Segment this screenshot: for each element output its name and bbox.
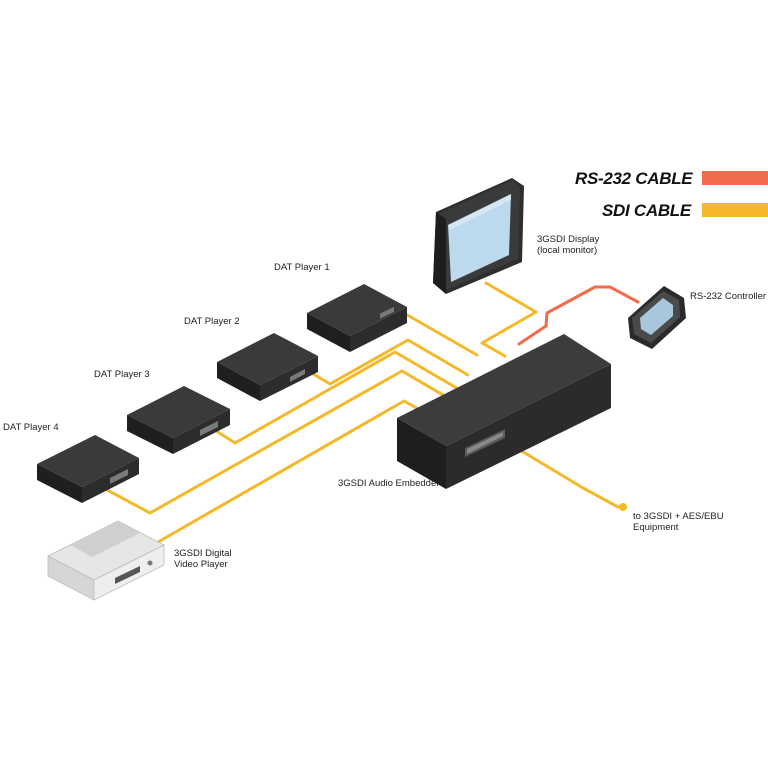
output-label-line2: Equipment: [633, 522, 679, 533]
dat4-label: DAT Player 4: [3, 422, 59, 433]
legend-rs232-swatch: [702, 171, 768, 185]
display-label: 3GSDI Display (local monitor): [537, 234, 599, 256]
legend-sdi-label: SDI CABLE: [602, 201, 691, 220]
legend-sdi-swatch: [702, 203, 768, 217]
video-player-label: 3GSDI Digital Video Player: [174, 548, 232, 570]
dat3-label: DAT Player 3: [94, 369, 150, 380]
sdi-cable-display: [480, 281, 538, 358]
dat-player-3: [127, 386, 230, 454]
dat-player-2: [217, 333, 318, 401]
display-label-line2: (local monitor): [537, 245, 598, 256]
sdi-cable-dat1: [400, 310, 479, 357]
rs232-cable: [517, 285, 640, 346]
sdi-cable-dat4: [96, 369, 457, 515]
dat1-label: DAT Player 1: [274, 262, 330, 273]
video-player-label-line2: Video Player: [174, 559, 228, 570]
output-label-line1: to 3GSDI + AES/EBU: [633, 511, 724, 522]
sdi-cable-output: [513, 445, 620, 509]
digital-video-player: [47, 520, 165, 601]
display-monitor: [433, 178, 524, 294]
embedder-label: 3GSDI Audio Embedder: [338, 478, 440, 489]
dat-player-4: [37, 435, 139, 503]
display-label-line1: 3GSDI Display: [537, 234, 600, 245]
sdi-cable-dat3: [208, 350, 462, 445]
dat2-label: DAT Player 2: [184, 316, 240, 327]
audio-embedder: [397, 334, 611, 489]
video-player-label-line1: 3GSDI Digital: [174, 548, 232, 559]
output-connector-dot: [619, 503, 627, 511]
rs232-controller: [628, 286, 686, 349]
controller-label: RS-232 Controller: [690, 291, 767, 302]
output-label: to 3GSDI + AES/EBU Equipment: [633, 511, 724, 533]
legend-rs232-label: RS-232 CABLE: [575, 169, 693, 188]
sdi-cable-dat2: [308, 338, 470, 386]
dat-player-1: [307, 284, 407, 352]
